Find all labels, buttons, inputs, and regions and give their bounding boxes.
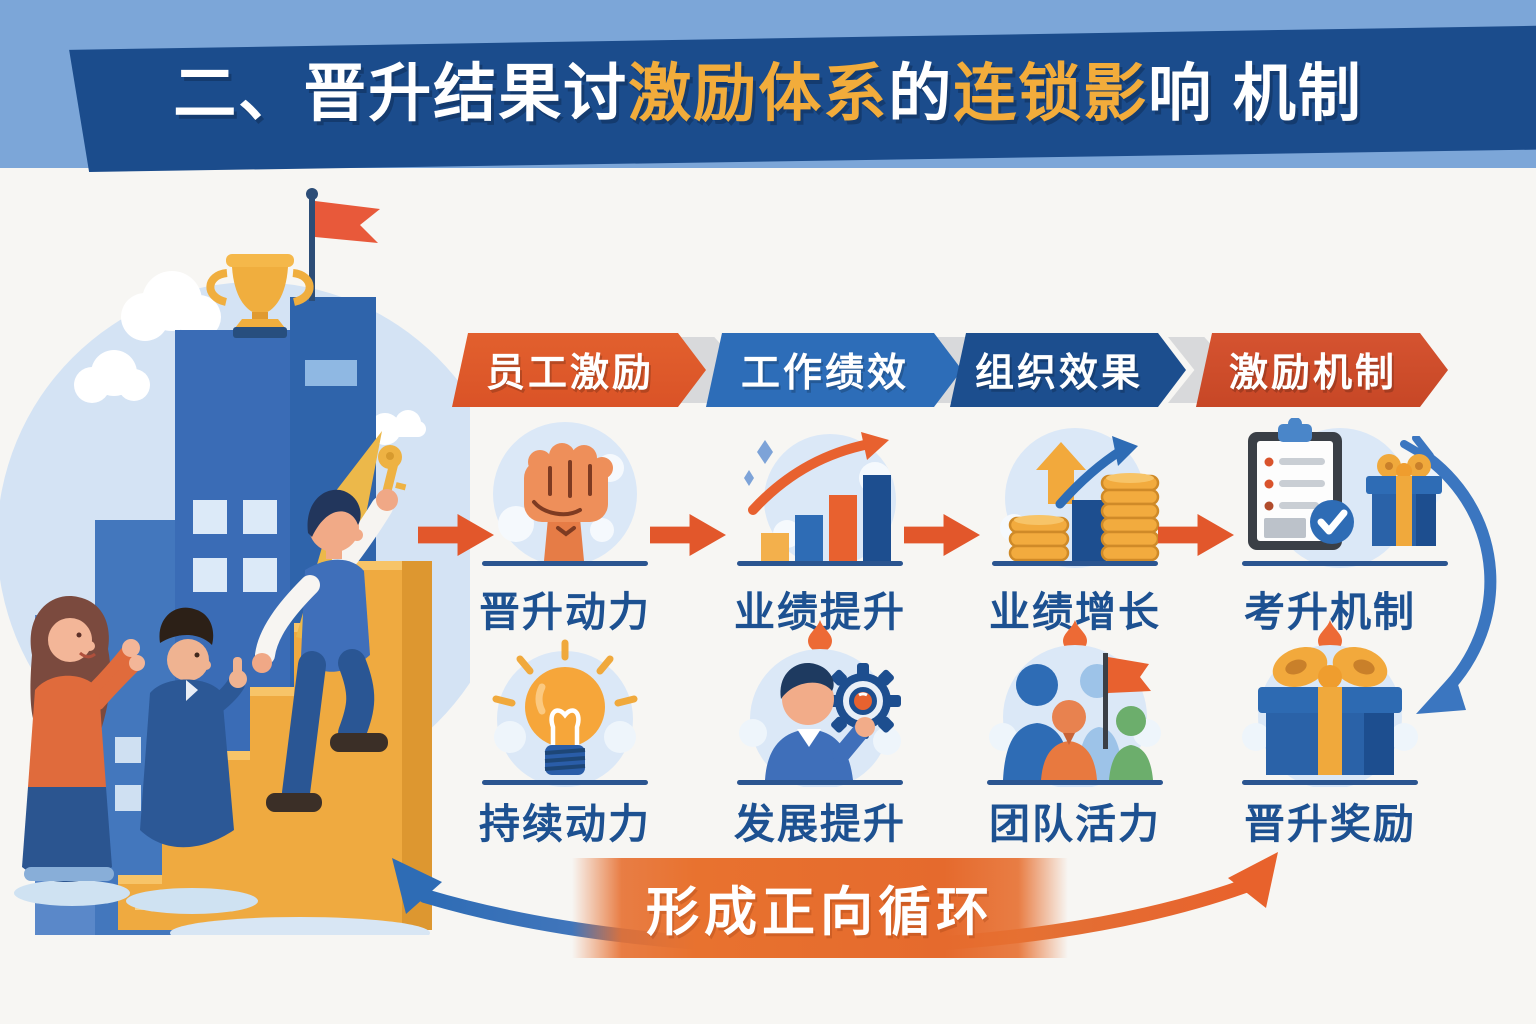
title-part: 连锁影 [953, 58, 1149, 129]
flow-step-header-2: 工作绩效 [706, 333, 962, 407]
person-gear-icon [737, 649, 903, 787]
flow-label: 持续动力 [479, 801, 651, 847]
connector-drop-icon [808, 620, 832, 652]
clipboard-check-gift-icon [1242, 418, 1448, 568]
flow-step-header-3: 组织效果 [950, 333, 1186, 407]
team-flag-icon [987, 645, 1163, 787]
flow-step-header-label: 组织效果 [974, 352, 1143, 395]
connector-drop-icon [1318, 620, 1342, 652]
flow-arrow-icon [650, 514, 726, 556]
stairs-shadow [170, 917, 430, 935]
gift-box-icon [1242, 645, 1418, 787]
man-shadow [126, 888, 258, 914]
cycle-curve-arrow-icon [1400, 436, 1497, 714]
flow-label: 晋升奖励 [1244, 801, 1416, 847]
connector-drop-icon [1063, 620, 1087, 652]
flag-icon [306, 188, 380, 301]
flow-label: 发展提升 [734, 801, 906, 847]
applauding-man [140, 607, 247, 848]
gift-icon [1366, 454, 1442, 546]
title-part: 激励体系 [628, 58, 889, 129]
flow-label: 团队活力 [989, 801, 1161, 847]
flow-step-header-label: 员工激励 [485, 352, 654, 395]
raised-fist-icon [482, 422, 648, 566]
flag-icon [1103, 653, 1151, 749]
flow-arrow-icon [904, 514, 980, 556]
flow-step-header-1: 员工激励 [452, 333, 706, 407]
clouds [74, 271, 426, 445]
flow-step-header-4: 激励机制 [1196, 333, 1448, 407]
cycle-banner-label: 形成正向循环 [646, 883, 994, 942]
clipboard-icon [1248, 418, 1354, 550]
title-part: 的 [888, 58, 954, 129]
title-banner: 二、晋升结果讨激励体系的连锁影响 机制 [69, 25, 1536, 172]
title-part: 二、晋升结果讨 [173, 58, 629, 129]
trophy-icon [206, 254, 314, 338]
flow-step-header-label: 工作绩效 [740, 352, 909, 395]
title-part: 响 机制 [1148, 58, 1363, 129]
golden-key-icon [378, 445, 407, 496]
flow-arrow-icon [1158, 514, 1234, 556]
coin-stacks-icon [992, 428, 1160, 568]
lightbulb-icon [482, 639, 648, 787]
flow-label: 晋升动力 [479, 589, 651, 635]
climbing-man [252, 445, 407, 812]
cycle-banner: 形成正向循环 [572, 858, 1068, 958]
woman-shadow [14, 880, 130, 906]
growth-bar-chart-icon [737, 432, 903, 566]
applauding-woman [22, 596, 145, 882]
flow-step-header-label: 激励机制 [1228, 352, 1397, 395]
promotion-illustration [0, 188, 470, 935]
